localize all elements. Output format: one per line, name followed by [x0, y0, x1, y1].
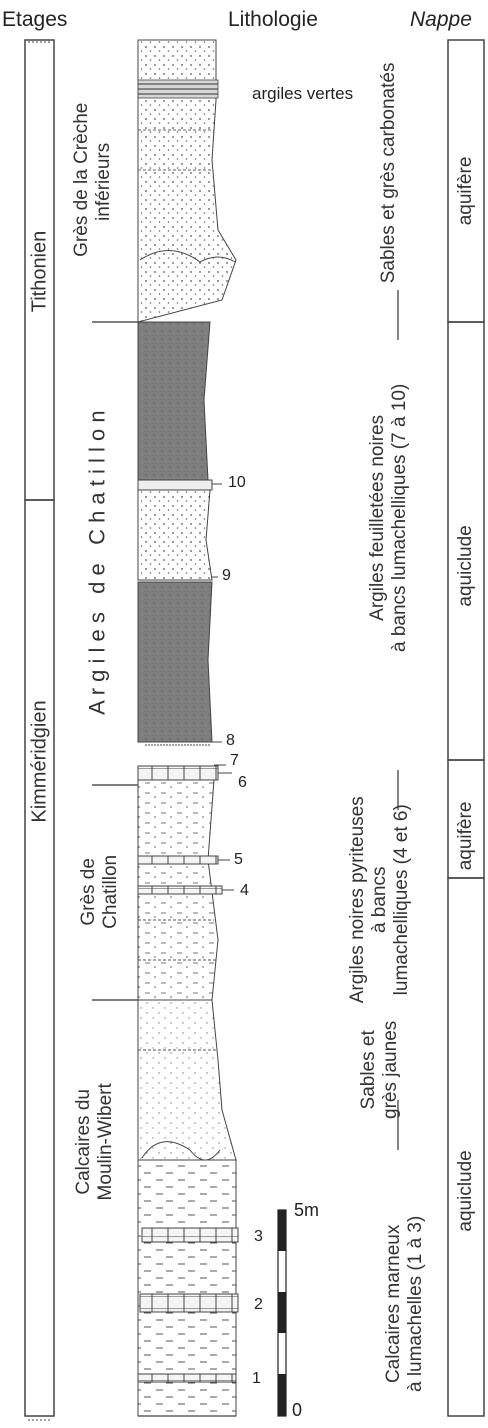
bed-9: 9: [222, 567, 231, 584]
label-argiles-vertes: argiles vertes: [252, 84, 354, 103]
stage-tithonien: Tithonien: [28, 230, 51, 313]
bed-1: 1: [252, 1370, 261, 1387]
nappe-aquifere-2: aquifère: [455, 801, 477, 871]
bed-5: 5: [234, 851, 243, 868]
lithology-sables-carbonates: Sables et grès carbonatés: [378, 62, 400, 284]
scale-top-label: 5m: [294, 1200, 320, 1220]
bed-6: 6: [238, 774, 247, 791]
bed-10: 10: [228, 474, 246, 491]
bed-7: 7: [230, 752, 239, 769]
bed-8: 8: [226, 732, 235, 749]
nappe-aquiclude-1: aquiclude: [455, 525, 477, 607]
nappe-aquifere-1: aquifère: [455, 156, 477, 226]
header-lithologie: Lithologie: [228, 8, 318, 31]
nappe-aquiclude-2: aquiclude: [455, 1150, 477, 1232]
header-etages: Etages: [2, 8, 68, 31]
bed-2: 2: [254, 1296, 263, 1313]
stage-kimmeridgien: Kimméridgien: [28, 700, 51, 823]
scale-bottom-label: 0: [292, 1400, 303, 1420]
bed-3: 3: [254, 1228, 263, 1245]
header-nappe: Nappe: [410, 8, 472, 31]
bed-4: 4: [240, 882, 249, 899]
formation-argiles-chatillon: A r g i l e s d e C h a t i l l o n: [84, 410, 110, 715]
